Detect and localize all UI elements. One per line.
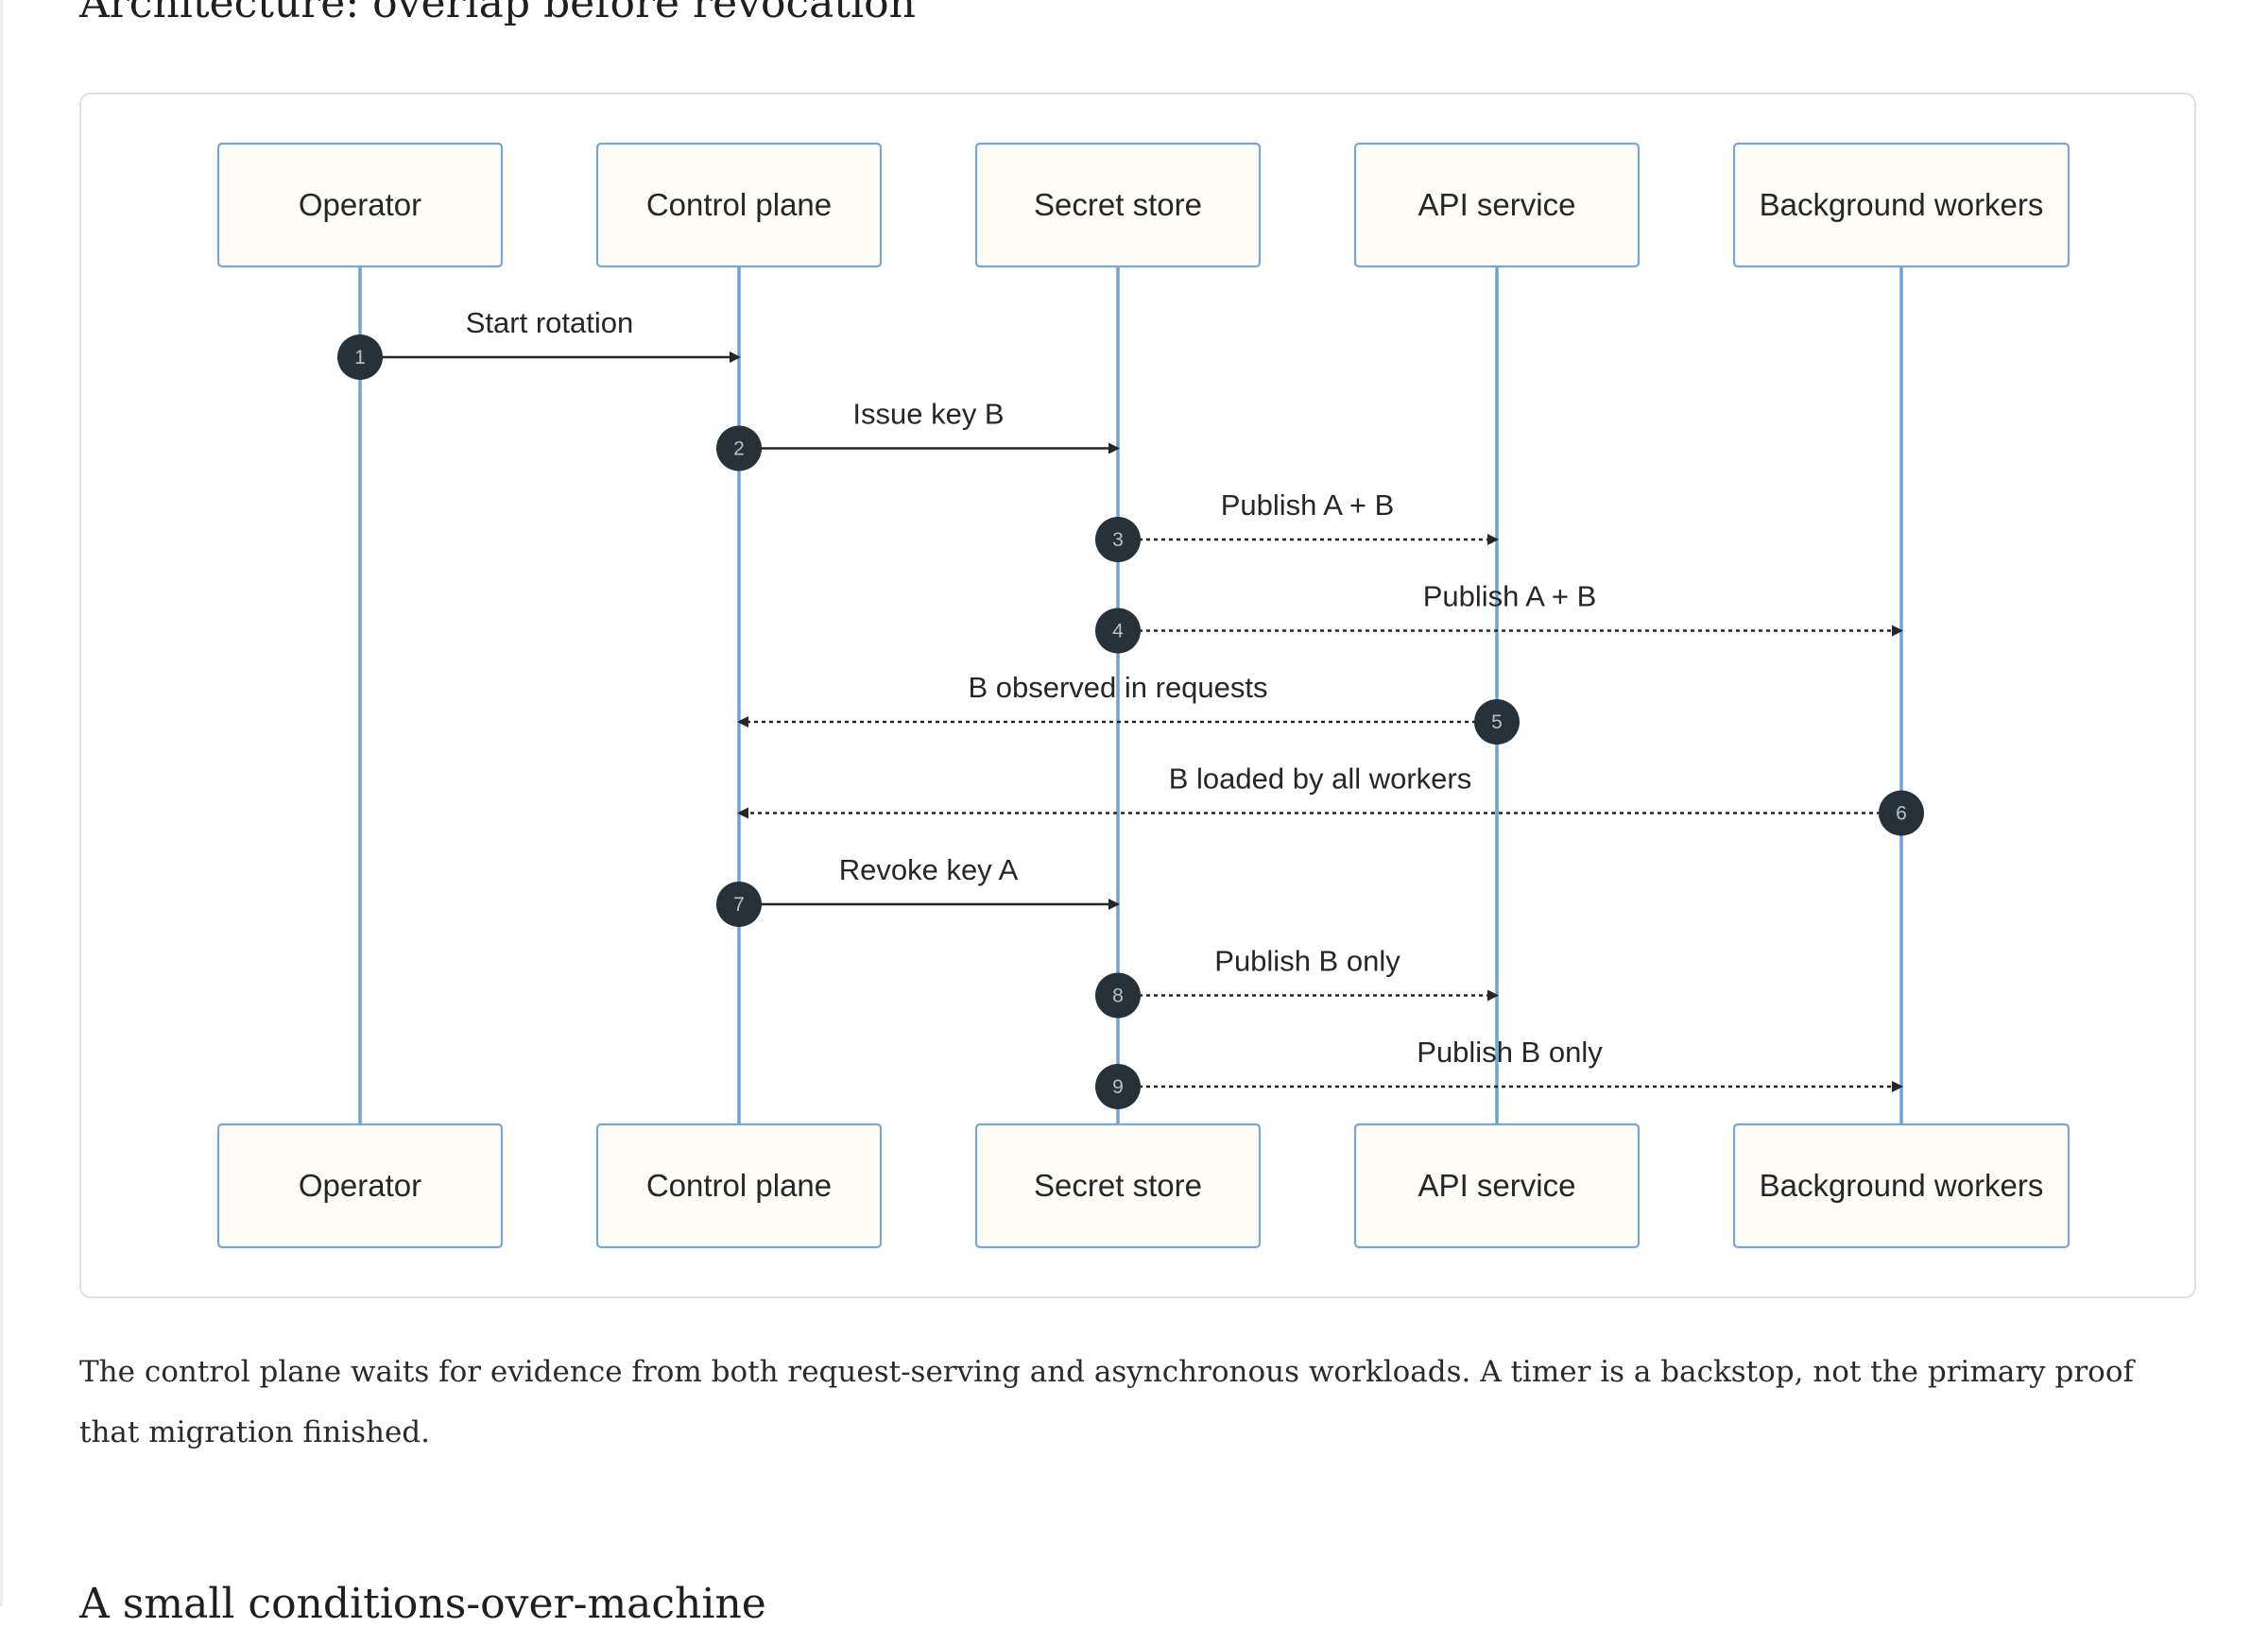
- step-number: 7: [733, 894, 745, 916]
- message-6: B loaded by all workers 6: [737, 763, 1924, 836]
- participant-label: API service: [1418, 187, 1576, 222]
- participant-control-bottom: Control plane: [595, 1122, 883, 1249]
- step-marker: [1095, 1064, 1141, 1109]
- message-9: Publish B only 9: [1095, 1036, 1903, 1109]
- step-number: 3: [1112, 529, 1124, 551]
- participant-label: Operator: [299, 1168, 421, 1203]
- message-7: Revoke key A 7: [716, 853, 1120, 927]
- participant-label: Secret store: [1034, 1168, 1202, 1203]
- participant-api-top: API service: [1353, 142, 1641, 268]
- participant-store-top: Secret store: [974, 142, 1262, 268]
- message-label: B observed in requests: [968, 671, 1267, 704]
- step-number: 2: [733, 438, 745, 460]
- participant-box: [1732, 1122, 2070, 1249]
- step-number: 8: [1112, 985, 1124, 1007]
- step-marker: [1095, 517, 1141, 562]
- message-5: B observed in requests 5: [737, 671, 1520, 745]
- message-2: Issue key B 2: [716, 398, 1120, 471]
- participant-box: [216, 142, 504, 268]
- message-label: Publish A + B: [1221, 488, 1395, 522]
- section-heading-architecture: Architecture: overlap before revocation: [79, 0, 916, 27]
- step-number: 9: [1112, 1076, 1124, 1098]
- participant-box: [974, 1122, 1262, 1249]
- message-label: Issue key B: [852, 398, 1004, 431]
- message-1: Start rotation 1: [337, 306, 741, 380]
- participant-box: [1732, 142, 2070, 268]
- lifelines: [358, 266, 1903, 1124]
- step-number: 5: [1491, 711, 1503, 733]
- participant-box: [595, 1122, 883, 1249]
- participant-box: [1353, 142, 1641, 268]
- step-marker: [1095, 972, 1141, 1019]
- step-marker: [1095, 608, 1141, 654]
- participant-label: Control plane: [646, 1168, 832, 1203]
- participant-label: Secret store: [1034, 187, 1202, 222]
- step-number: 6: [1896, 803, 1907, 825]
- participant-control-top: Control plane: [595, 142, 883, 268]
- diagram-caption: The control plane waits for evidence fro…: [79, 1355, 2134, 1449]
- step-marker: [1474, 699, 1520, 745]
- step-marker: [716, 425, 762, 471]
- participant-workers-top: Background workers: [1732, 142, 2070, 268]
- message-8: Publish B only 8: [1095, 945, 1499, 1019]
- participant-operator-top: Operator: [216, 142, 504, 268]
- participant-box: [974, 142, 1262, 268]
- step-number: 4: [1112, 621, 1124, 643]
- step-marker: [1879, 790, 1924, 836]
- participant-label: API service: [1418, 1168, 1576, 1203]
- message-label: Publish B only: [1417, 1036, 1603, 1069]
- step-marker: [337, 334, 383, 380]
- step-marker: [716, 882, 762, 927]
- message-label: Revoke key A: [839, 853, 1019, 886]
- participant-api-bottom: API service: [1353, 1122, 1641, 1249]
- step-number: 1: [354, 347, 366, 368]
- message-4: Publish A + B 4: [1095, 580, 1903, 654]
- participant-box: [1353, 1122, 1641, 1249]
- participant-box: [595, 142, 883, 268]
- participant-store-bottom: Secret store: [974, 1122, 1262, 1249]
- message-3: Publish A + B 3: [1095, 488, 1499, 562]
- section-heading-next: A small conditions-over-machine: [79, 1580, 766, 1628]
- message-label: Start rotation: [466, 306, 633, 339]
- participant-label: Background workers: [1760, 1168, 2044, 1203]
- participant-workers-bottom: Background workers: [1732, 1122, 2070, 1249]
- participant-box: [216, 1122, 504, 1249]
- participant-label: Operator: [299, 187, 421, 222]
- participant-label: Control plane: [646, 187, 832, 222]
- participant-operator-bottom: Operator: [216, 1122, 504, 1249]
- participant-label: Background workers: [1760, 187, 2044, 222]
- message-label: Publish A + B: [1423, 580, 1597, 613]
- message-label: Publish B only: [1214, 945, 1400, 978]
- message-label: B loaded by all workers: [1169, 763, 1472, 796]
- page-left-rule: [0, 0, 3, 1606]
